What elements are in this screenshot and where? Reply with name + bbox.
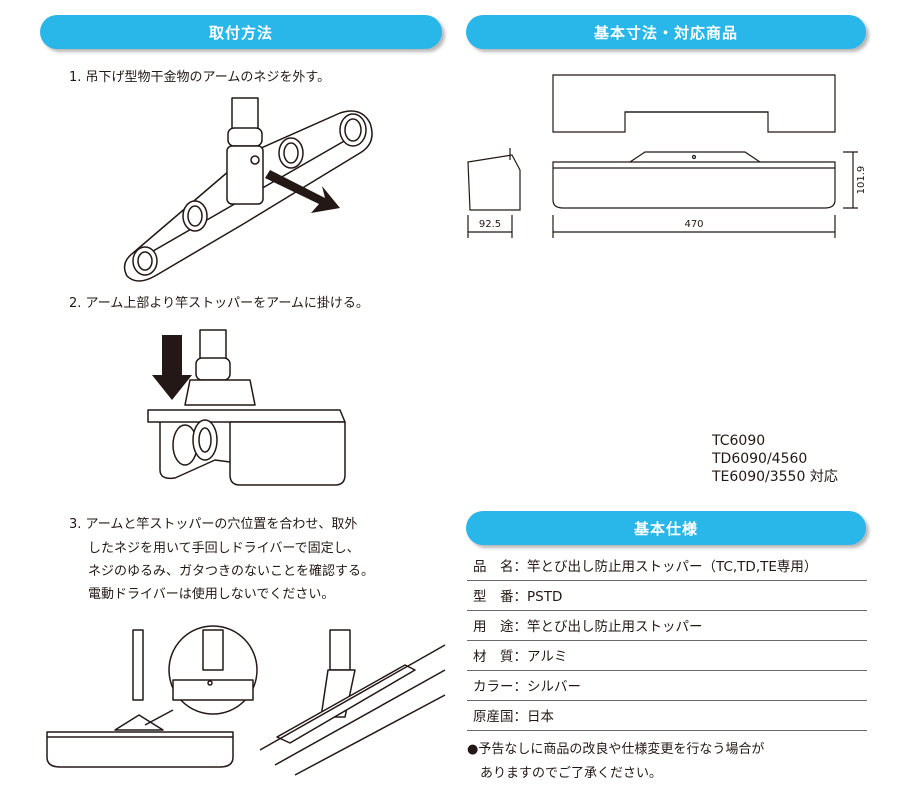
dim-depth-label: 92.5 <box>479 219 501 230</box>
step-3-text-line4: 電動ドライバーは使用しないでください。 <box>88 587 335 602</box>
step-1-text: 1. 吊下げ型物干金物のアームのネジを外す。 <box>69 70 331 85</box>
dim-width-label: 470 <box>684 219 703 230</box>
dim-height-label: 101.9 <box>856 166 867 195</box>
spec-label: カラー <box>473 679 514 695</box>
spec-row-model: 型 番：PSTD <box>467 583 867 611</box>
dimension-drawing: 92.5 470 101.9 <box>467 74 867 238</box>
spec-label: 用 途 <box>473 619 514 635</box>
install-header: 取付方法 <box>40 15 442 49</box>
model-line: TC6090 <box>712 433 766 449</box>
specs-header: 基本仕様 <box>466 511 866 545</box>
spec-value: PSTD <box>527 589 563 605</box>
notice-line-2: ありますのでご了承ください。 <box>467 766 663 781</box>
spec-value: アルミ <box>527 649 568 665</box>
spec-value: 竿とび出し防止用ストッパー <box>527 619 703 635</box>
spec-label: 型 番 <box>473 589 514 605</box>
step-3-illustration <box>46 625 446 776</box>
step-3-text-line3: ネジのゆるみ、ガタつきのないことを確認する。 <box>88 564 375 579</box>
compatible-models: TC6090 TD6090/4560 TE6090/3550 対応 <box>712 432 838 486</box>
spec-label: 品 名 <box>473 559 514 575</box>
spec-row-use: 用 途：竿とび出し防止用ストッパー <box>467 613 867 641</box>
spec-value: 日本 <box>527 709 554 725</box>
model-line: TE6090/3550 対応 <box>712 469 838 485</box>
model-line: TD6090/4560 <box>712 451 808 467</box>
spec-row-color: カラー：シルバー <box>467 673 867 701</box>
spec-row-name: 品 名：竿とび出し防止用ストッパー（TC,TD,TE専用） <box>467 553 867 581</box>
spec-row-origin: 原産国：日本 <box>467 703 867 731</box>
spec-row-material: 材 質：アルミ <box>467 643 867 671</box>
spec-label: 材 質 <box>473 649 514 665</box>
step-3-text: 3. アームと竿ストッパーの穴位置を合わせ、取外 <box>69 517 358 532</box>
dimensions-header: 基本寸法・対応商品 <box>466 15 866 49</box>
step-2-illustration <box>147 329 346 486</box>
spec-label: 原産国 <box>473 709 514 725</box>
step-2-text: 2. アーム上部より竿ストッパーをアームに掛ける。 <box>69 296 369 311</box>
spec-value: シルバー <box>527 679 581 695</box>
notice-line-1: ●予告なしに商品の改良や仕様変更を行なう場合が <box>467 742 765 757</box>
spec-value: 竿とび出し防止用ストッパー（TC,TD,TE専用） <box>527 559 818 575</box>
step-3-text-line2: したネジを用いて手回しドライバーで固定し、 <box>88 541 360 556</box>
step-1-illustration <box>123 97 373 282</box>
